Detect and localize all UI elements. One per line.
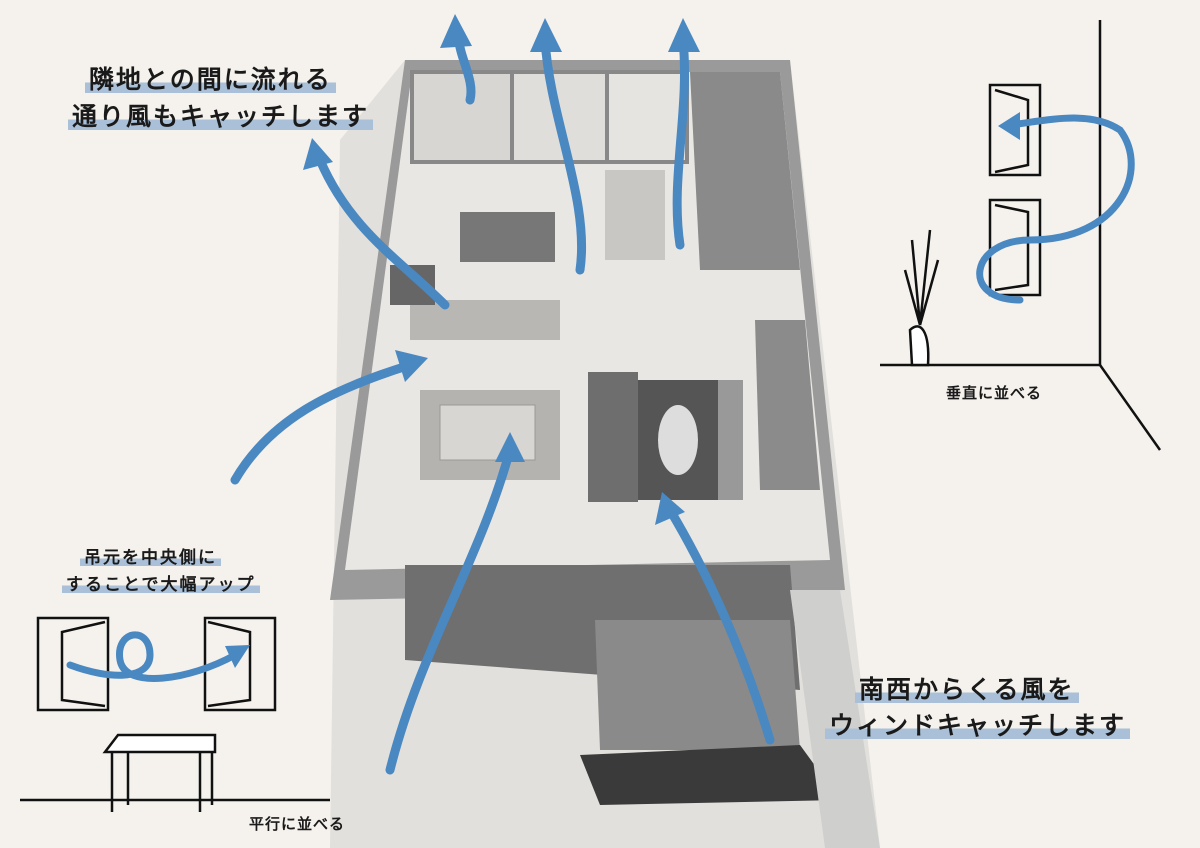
wind-arrows xyxy=(230,30,775,775)
entrance-block xyxy=(690,72,800,270)
storage xyxy=(605,170,665,260)
arrowheads xyxy=(303,14,700,525)
bathroom xyxy=(410,70,514,164)
label-hinge-line1: 吊元を中央側に xyxy=(80,543,221,568)
terrace-shadow xyxy=(580,745,840,805)
tv-board xyxy=(718,380,743,500)
wind-arrow-west xyxy=(230,360,415,485)
vertical-wind-arrow xyxy=(976,114,1135,304)
terrace-step xyxy=(595,620,800,750)
wind-arrow-n3 xyxy=(672,35,689,250)
label-southwest-wind-line2: ウィンドキャッチします xyxy=(825,706,1131,742)
coffee-table xyxy=(658,405,698,475)
label-neighbor-wind-line1: 隣地との間に流れる xyxy=(85,60,336,96)
wind-arrow-sw-2 xyxy=(665,505,775,745)
kitchen-shelf xyxy=(460,212,555,262)
parallel-wind-arrow xyxy=(66,631,239,682)
parallel-door-diagram xyxy=(20,616,330,812)
stairs xyxy=(755,320,820,490)
kitchen-counter xyxy=(410,300,560,340)
toilet xyxy=(605,70,689,164)
vertical-door-diagram xyxy=(880,20,1162,451)
label-neighbor-wind-line2: 通り風もキャッチします xyxy=(68,97,374,133)
label-parallel: 平行に並べる xyxy=(249,815,346,833)
sofa xyxy=(588,372,638,502)
wind-arrow-n2 xyxy=(540,35,587,275)
label-southwest-wind-line1: 南西からくる風を xyxy=(855,670,1079,706)
wind-arrow-sw-1 xyxy=(385,445,515,775)
dining-table xyxy=(439,404,536,461)
label-vertical: 垂直に並べる xyxy=(946,384,1043,402)
wind-arrow-nw xyxy=(315,155,450,310)
label-hinge-line2: することで大幅アップ xyxy=(62,570,260,595)
